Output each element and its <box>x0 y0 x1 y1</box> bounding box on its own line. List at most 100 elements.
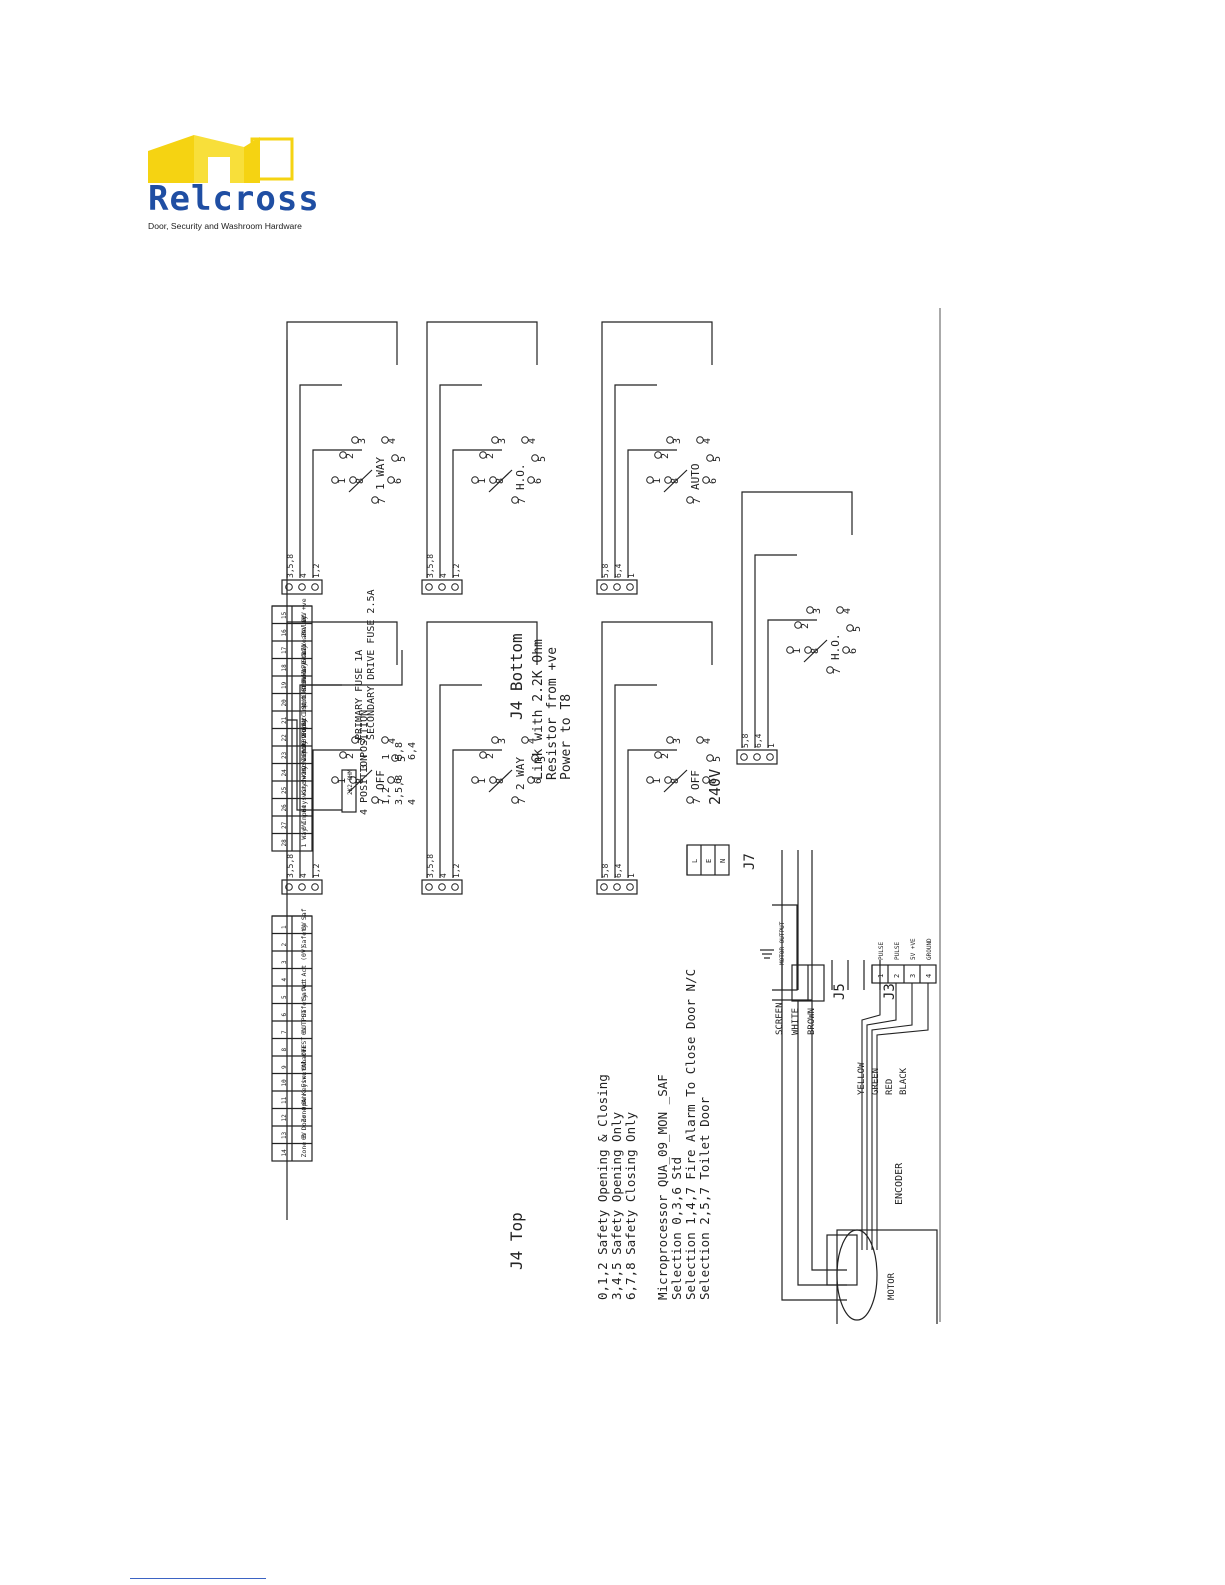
j5-label: MOTOR OUTPUT <box>779 921 786 965</box>
j3-pin-number: 3 <box>909 974 917 978</box>
terminal-pin-label: 0V <box>300 1062 308 1070</box>
terminal-pin-number: 27 <box>281 821 288 829</box>
switch-position-label: H.O. <box>829 634 842 661</box>
terminal-pin-label: Keyswitch 2 Way Input RED <box>300 680 308 778</box>
position-table-3-value: 6,4 <box>407 742 418 760</box>
switch-pin-label: 4 <box>439 873 448 878</box>
terminal-pin-number: 25 <box>281 786 288 794</box>
terminal-pin-number: 18 <box>281 664 288 672</box>
terminal-pin-label: 0V <box>300 1027 308 1035</box>
terminal-pin-label: Keyswitch BLUE 0v <box>300 728 308 795</box>
link-note-line: Resistor from +ve <box>545 647 560 780</box>
switch-pin-label: 4 <box>299 573 308 578</box>
terminal-pin-label: Zone A Keyswitch OFF <box>300 1044 308 1122</box>
terminal-pin-number: 3 <box>281 960 288 964</box>
terminal-pin-label: N/C Strike Relay <box>300 662 308 725</box>
terminal-pin-label: Common Strike Relay <box>300 616 308 690</box>
terminal-pin-number: 12 <box>281 1114 288 1122</box>
switch-contact-number: 4 <box>387 738 398 744</box>
fuse-note-line: SECONDARY DRIVE FUSE 2.5A <box>366 589 377 740</box>
terminal-pin-number: 21 <box>281 716 288 724</box>
microprocessor-note-line: Selection 1,4,7 Fire Alarm To Close Door… <box>683 969 698 1300</box>
terminal-pin-number: 19 <box>281 681 288 689</box>
j7-pin-label: N <box>719 859 727 863</box>
terminal-pin-number: 28 <box>281 839 288 847</box>
j4-bottom-title: J4 Bottom <box>507 633 526 720</box>
terminal-pin-number: 14 <box>281 1149 288 1157</box>
switch-pin-label: 5,8 <box>601 563 610 578</box>
switch-contact-number: 7 <box>692 498 703 504</box>
j3-pin-number: 1 <box>877 974 885 978</box>
motor-wire-label: SCREEN <box>775 1002 785 1035</box>
switch-contact-number: 1 <box>337 478 348 484</box>
j7-pin-label: E <box>705 859 713 863</box>
terminal-pin-label: 0V <box>300 1132 308 1140</box>
switch-5: 5,86,4112345678AUTO <box>596 321 723 595</box>
terminal-pin-label: TEST OUTPUT <box>300 1009 308 1052</box>
link-note-line: Power to T8 <box>559 694 574 780</box>
terminal-pin-number: 22 <box>281 734 288 742</box>
switch-contact-number: 5 <box>712 756 723 762</box>
switch-contact-number: 1 <box>792 648 803 654</box>
switch-pin-label: 6,4 <box>614 863 623 878</box>
switch-contact-number: 3 <box>812 608 823 614</box>
terminal-pin-label: 17V ac <box>300 649 308 673</box>
switch-pin-label: 1 <box>627 573 636 578</box>
switch-6: 5,86,4112345678H.O. <box>736 491 863 765</box>
switch-position-label: AUTO <box>689 464 702 491</box>
footer-link-underline <box>130 1578 266 1579</box>
terminal-pin-label: 0V <box>300 612 308 620</box>
switch-contact-number: 6 <box>393 478 404 484</box>
terminal-pin-number: 2 <box>281 943 288 947</box>
switch-pin-label: 3,5,8 <box>426 854 435 878</box>
terminal-pin-label: 0V <box>300 922 308 930</box>
building-icon <box>148 135 294 183</box>
switch-4: 5,86,4112345678OFF <box>596 621 723 895</box>
j3-pin-label: GROUND <box>926 938 933 960</box>
j7-pin-label: L <box>691 859 699 863</box>
terminal-pin-label: 0V <box>300 1097 308 1105</box>
position-table-4-value: 3,5,8 <box>394 775 405 805</box>
terminal-pin-label: Safet Act (0V) <box>300 945 308 1000</box>
j3-title: J3 <box>882 983 898 1000</box>
terminal-pin-number: 15 <box>281 611 288 619</box>
switch-position-label: H.O. <box>514 464 527 491</box>
switch-contact-number: 2 <box>485 453 496 459</box>
j7-title: J7 <box>742 853 758 870</box>
safety-note-line: 3,4,5 Safety Opening Only <box>609 1111 624 1300</box>
encoder-wire-label: RED <box>885 1079 895 1095</box>
switch-pin-label: 4 <box>439 573 448 578</box>
switch-contact-number: 5 <box>397 756 408 762</box>
terminal-pin-label: Fire Alarm <box>300 1048 308 1087</box>
switch-pin-label: 1,2 <box>312 563 321 578</box>
switch-contact-number: 4 <box>702 438 713 444</box>
switch-position-label: OFF <box>689 770 702 790</box>
switch-pin-label: 1,2 <box>452 563 461 578</box>
logo-wordmark: Relcross <box>148 179 320 219</box>
terminal-pin-label: 1 Way Input <box>300 804 308 847</box>
switch-pin-label: 1 <box>767 743 776 748</box>
terminal-pin-number: 16 <box>281 629 288 637</box>
switch-contact-number: 3 <box>497 738 508 744</box>
j4-top-title: J4 Top <box>507 1212 526 1270</box>
terminal-pin-label: 24V DC +ve <box>300 598 308 637</box>
switch-contact-number: 2 <box>660 453 671 459</box>
logo-tagline: Door, Security and Washroom Hardware <box>148 221 302 231</box>
switch-contact-number: 4 <box>527 438 538 444</box>
j3-pin-label: PULSE <box>878 942 885 960</box>
switch-position-label: OFF <box>374 770 387 790</box>
switch-contact-number: 7 <box>832 668 843 674</box>
terminal-pin-number: 4 <box>281 978 288 982</box>
terminal-pin-number: 17 <box>281 646 288 654</box>
switch-contact-number: 5 <box>712 456 723 462</box>
terminal-pin-label: N/O Strike Relay <box>300 645 308 708</box>
j5-title: J5 <box>832 983 848 1000</box>
terminal-pin-number: 23 <box>281 751 288 759</box>
terminal-pin-label: 0V <box>300 735 308 743</box>
switch-contact-number: 4 <box>527 738 538 744</box>
switch-contact-number: 5 <box>537 456 548 462</box>
